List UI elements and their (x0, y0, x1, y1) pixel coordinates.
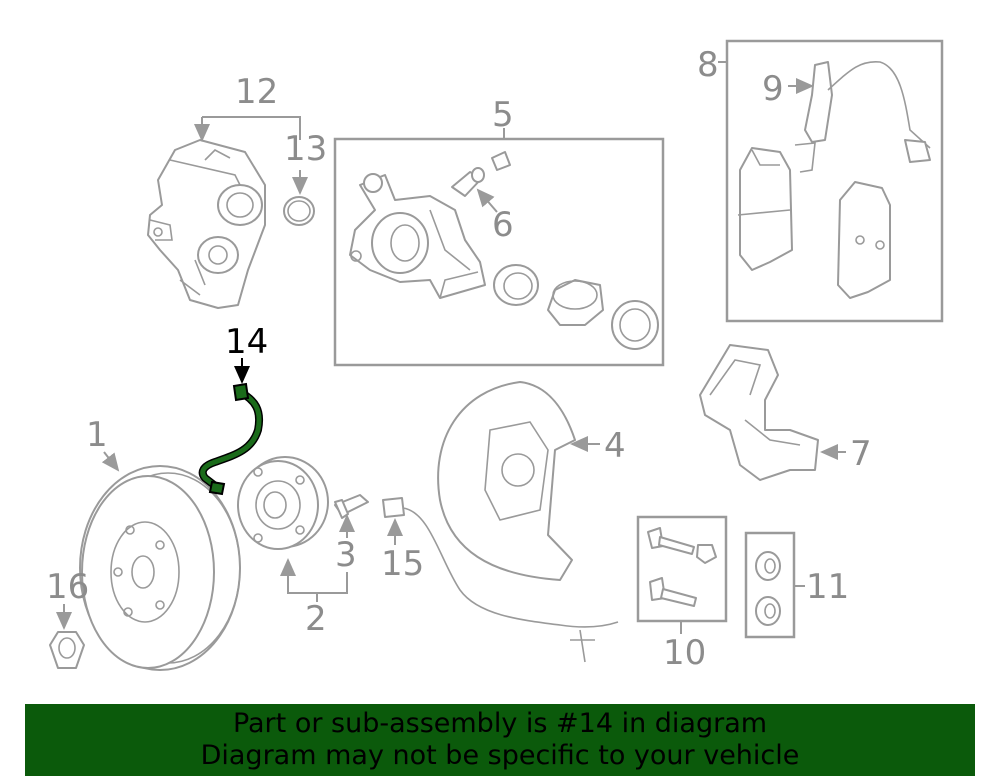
callout-3: 3 (335, 535, 357, 575)
callout-2: 2 (305, 599, 327, 639)
bolts-part (647, 527, 717, 607)
bushings-part (755, 551, 781, 626)
parts-diagram: 12 13 5 6 8 9 (46, 39, 944, 673)
banner-line-2: Diagram may not be specific to your vehi… (200, 740, 800, 771)
callout-15: 15 (381, 544, 424, 584)
pads-box (725, 39, 944, 323)
callout-5: 5 (492, 95, 514, 135)
callout-6: 6 (492, 205, 514, 245)
callout-4: 4 (604, 426, 626, 466)
callout-12: 12 (235, 72, 278, 112)
brake-hose-part (198, 382, 263, 496)
wheel-hub-part (237, 456, 329, 550)
callout-16: 16 (46, 567, 89, 607)
callout-10: 10 (663, 633, 706, 673)
caliper-box (333, 137, 665, 367)
brake-rotor-part (79, 465, 241, 671)
lug-nut-part (49, 631, 85, 669)
info-banner: Part or sub-assembly is #14 in diagram D… (25, 704, 975, 776)
caliper-bracket-part (699, 344, 819, 481)
callout-11: 11 (806, 567, 849, 607)
caliper-part (349, 173, 486, 299)
bleeder-screw-part (451, 151, 511, 197)
callout-9: 9 (762, 69, 784, 109)
callout-14: 14 (225, 322, 268, 362)
parking-brake-actuator-part (147, 139, 266, 309)
banner-line-1: Part or sub-assembly is #14 in diagram (232, 708, 768, 739)
brake-pads-part (737, 147, 891, 299)
callout-7: 7 (850, 434, 872, 474)
wheel-stud-part (334, 494, 369, 519)
callout-8: 8 (697, 45, 719, 85)
dust-shield-part (437, 381, 576, 581)
abs-sensor-part (382, 497, 619, 663)
wear-sensor-part (794, 61, 931, 173)
piston-seals-part (493, 264, 659, 350)
seal-ring-part (283, 196, 315, 226)
callout-13: 13 (284, 129, 327, 169)
callout-1: 1 (86, 415, 108, 455)
